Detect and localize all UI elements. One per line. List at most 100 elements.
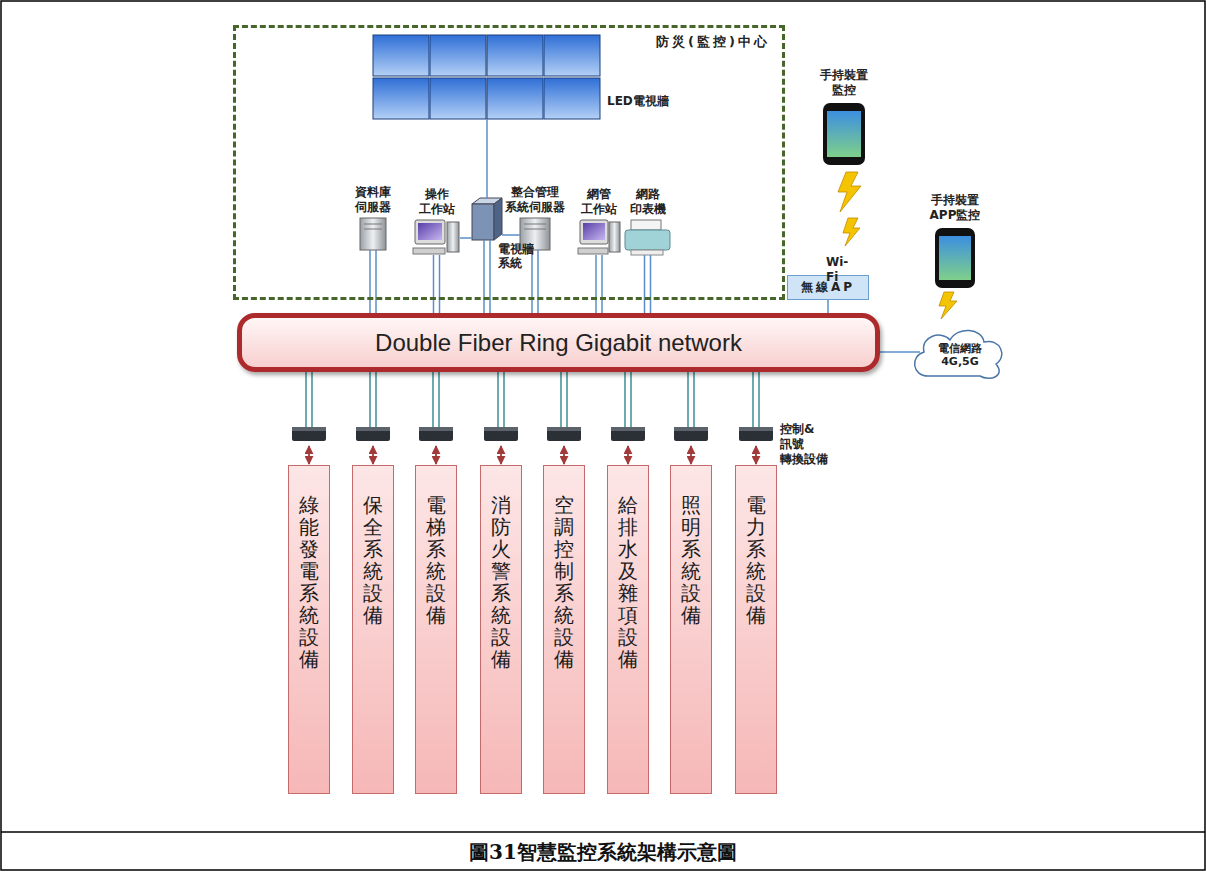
connector-line (497, 372, 499, 427)
phone-icon (935, 228, 975, 288)
connector (561, 372, 567, 464)
subsystem-column: 綠能發電系統設備 (288, 465, 330, 794)
connector-line (483, 240, 485, 313)
connector-line (627, 446, 629, 464)
connector-line (690, 446, 692, 464)
subsystem-column: 消防火警系統設備 (480, 465, 522, 794)
figure-caption: 圖31智慧監控系統架構示意圖 (0, 834, 1206, 870)
vertical-label: 電力系統設備 (746, 494, 766, 793)
connector (460, 238, 472, 239)
connector-line (308, 446, 310, 464)
fiber-ring-network: Double Fiber Ring Gigabit network (237, 313, 880, 372)
connector-line (880, 351, 920, 353)
connector-line (531, 250, 533, 313)
connector-line (644, 255, 646, 313)
device-label: 資料庫 伺服器 (355, 185, 391, 214)
subsystem-column: 照明系統設備 (670, 465, 712, 794)
connector-line (566, 372, 568, 427)
connector-line (460, 237, 472, 239)
database-server: 資料庫 伺服器 (360, 218, 386, 250)
connector-line (595, 255, 597, 313)
vertical-label: 照明系統設備 (681, 494, 701, 793)
device-label: 網管 工作站 (581, 187, 617, 216)
connector-line (500, 446, 502, 464)
connector-line (311, 372, 313, 427)
connector-line (630, 372, 632, 427)
connector-line (687, 372, 689, 427)
workstation-icon (413, 220, 459, 254)
connector-line (435, 446, 437, 464)
network-label: Double Fiber Ring Gigabit network (375, 329, 742, 357)
device-label: 網路 印表機 (630, 187, 666, 216)
signal-converter (292, 427, 773, 441)
connector-line (439, 255, 441, 313)
vertical-label: 空調控制系統設備 (554, 494, 574, 793)
connector-line (827, 300, 829, 313)
connector-line (563, 446, 565, 464)
cloud-label: 電信網路 4G,5G (938, 342, 982, 368)
connector-line (755, 446, 757, 464)
cloud-shape (915, 330, 1002, 378)
phone-icon (823, 103, 865, 165)
wifi-label: Wi-Fi (826, 255, 848, 285)
connector (828, 300, 829, 313)
connector-line (432, 372, 434, 427)
connector-line (305, 372, 307, 427)
connector (625, 372, 631, 464)
connector-line (372, 446, 374, 464)
connector-line (650, 255, 652, 313)
connector-line (624, 372, 626, 427)
video-wall-system: 電視牆 系統 (472, 198, 502, 240)
connector (487, 119, 488, 198)
connector (434, 255, 440, 313)
subsystem-column: 給排水及雜項設備 (607, 465, 649, 794)
network-workstation: 網管 工作站 (578, 220, 620, 255)
connector-line (438, 372, 440, 427)
operator-workstation: 操作 工作站 (413, 220, 460, 255)
connector-line (502, 234, 520, 236)
connector (498, 372, 504, 464)
connector (433, 372, 439, 464)
connector (596, 255, 602, 313)
workstation-icon (578, 220, 620, 254)
device-label: LED電視牆 (607, 93, 669, 110)
device-label: 整合管理 系統伺服器 (505, 185, 565, 214)
led-screens (373, 35, 600, 119)
connector (306, 372, 312, 464)
subsystem-column: 電力系統設備 (735, 465, 777, 794)
management-server: 整合管理 系統伺服器 (520, 218, 550, 250)
video-wall-controller-icon (472, 198, 502, 240)
control-center-region: 防災(監控)中心LED電視牆資料庫 伺服器操作 工作站電視牆 系統整合管理 系統… (233, 25, 785, 300)
vertical-label: 電梯系統設備 (426, 494, 446, 793)
connector (688, 372, 694, 464)
device-label: 電視牆 系統 (498, 242, 534, 271)
subsystem-column: 空調控制系統設備 (543, 465, 585, 794)
network-printer: 網路 印表機 (625, 220, 670, 255)
subsystem-column: 保全系統設備 (352, 465, 394, 794)
handheld-app-device: 手持裝置 APP監控 (935, 228, 975, 288)
connector-line (375, 372, 377, 427)
connector-line (369, 372, 371, 427)
handheld-device: 手持裝置 監控 (823, 103, 865, 165)
connector-line (369, 250, 371, 313)
connector-line (758, 372, 760, 427)
connector (502, 235, 520, 236)
vertical-label: 消防火警系統設備 (491, 494, 511, 793)
connector-line (433, 255, 435, 313)
converter-label: 控制&訊號 轉換設備 (780, 422, 828, 467)
subsystem-column: 電梯系統設備 (415, 465, 457, 794)
region-title: 防災(監控)中心 (656, 33, 770, 51)
connector-line (752, 372, 754, 427)
device-label: 操作 工作站 (419, 187, 455, 216)
printer-icon (625, 220, 670, 255)
led-video-wall: LED電視牆 (373, 35, 601, 119)
server-icon (360, 218, 386, 250)
connector-line (537, 250, 539, 313)
telecom-cloud: 電信網路 4G,5G (920, 334, 1000, 376)
connector-line (601, 255, 603, 313)
connector-line (560, 372, 562, 427)
connector (370, 372, 376, 464)
connector (753, 372, 759, 464)
